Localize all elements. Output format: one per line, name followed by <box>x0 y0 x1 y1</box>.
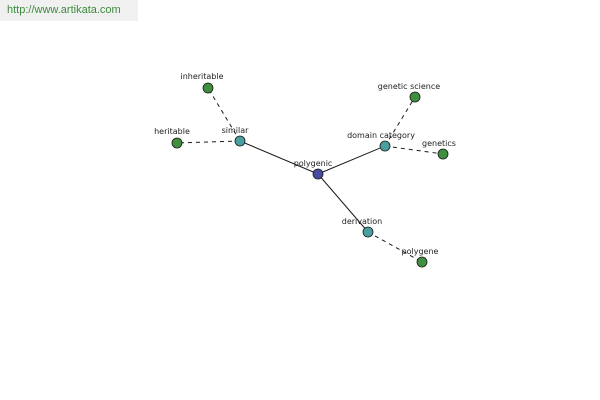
node-label-derivation[interactable]: derivation <box>342 217 382 226</box>
node-heritable[interactable] <box>171 137 183 149</box>
node-label-polygenic[interactable]: polygenic <box>294 159 333 168</box>
node-label-similar[interactable]: similar <box>222 126 250 135</box>
nodes-layer <box>171 82 449 268</box>
edge-polygenic-to-similar <box>239 140 319 175</box>
node-label-domain-category[interactable]: domain category <box>347 131 415 140</box>
node-label-polygene[interactable]: polygene <box>402 247 439 256</box>
edge-polygenic-to-derivation <box>317 173 369 233</box>
edge-domain-category-to-genetic-science <box>384 96 416 147</box>
node-inheritable[interactable] <box>202 82 214 94</box>
node-label-inheritable[interactable]: inheritable <box>180 72 223 81</box>
edges-layer <box>176 87 444 263</box>
labels-layer: polygenic similar domain category derivatio… <box>154 72 456 256</box>
node-derivation[interactable] <box>362 226 374 238</box>
url-bar: http://www.artikata.com <box>0 0 138 21</box>
edge-similar-to-heritable <box>176 140 241 144</box>
node-label-genetic-science[interactable]: genetic science <box>378 82 440 91</box>
site-url-link[interactable]: http://www.artikata.com <box>7 4 121 16</box>
node-genetics[interactable] <box>437 148 449 160</box>
edge-similar-to-inheritable <box>207 87 241 142</box>
node-polygenic[interactable] <box>312 168 324 180</box>
edge-domain-category-to-genetics <box>384 145 444 155</box>
node-domain-category[interactable] <box>379 140 391 152</box>
node-similar[interactable] <box>234 135 246 147</box>
node-label-genetics[interactable]: genetics <box>422 139 456 148</box>
node-genetic-science[interactable] <box>409 91 421 103</box>
node-polygene[interactable] <box>416 256 428 268</box>
edge-derivation-to-polygene <box>367 231 423 263</box>
edge-polygenic-to-domain-category <box>317 145 386 175</box>
node-label-heritable[interactable]: heritable <box>154 127 190 136</box>
